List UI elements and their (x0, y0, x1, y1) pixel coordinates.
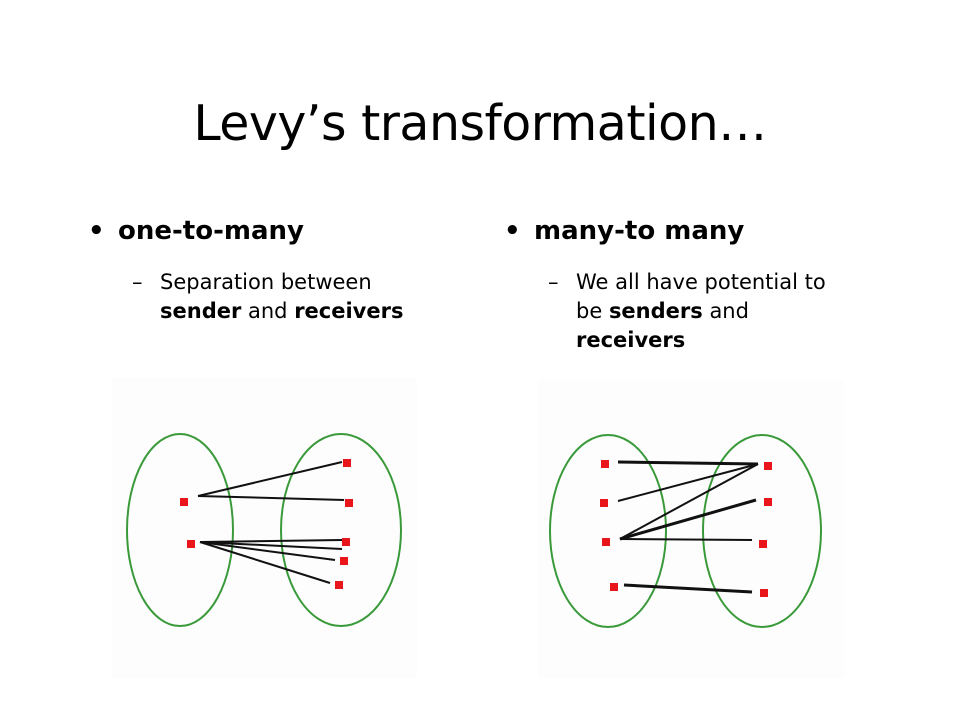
emphasis-text: receivers (576, 328, 686, 352)
sub-bullet-marker: – (132, 270, 143, 294)
edge-line (619, 498, 757, 541)
node-dot (601, 460, 609, 468)
bullet-one-to-many: • one-to-many (88, 214, 468, 248)
emphasis-text: sender (160, 299, 242, 323)
bullet-marker: • (88, 216, 105, 246)
node-dot (759, 540, 767, 548)
node-dot (764, 498, 772, 506)
sender-dot (180, 498, 188, 506)
left-column: • one-to-many – Separation between sende… (88, 214, 468, 326)
node-dot (760, 589, 768, 597)
receiver-set-ellipse (280, 433, 402, 627)
bullet-heading: many-to many (534, 216, 745, 246)
edge-line (199, 541, 336, 561)
sub-bullet: – Separation between sender and receiver… (132, 268, 468, 326)
edge-line (199, 539, 343, 543)
many-to-many-diagram (538, 380, 844, 678)
receiver-dot (340, 557, 348, 565)
plain-text: Separation between (160, 270, 372, 294)
receiver-dot (342, 538, 350, 546)
edge-line (617, 460, 759, 466)
edge-line (617, 463, 759, 502)
node-dot (600, 499, 608, 507)
node-dot (610, 583, 618, 591)
node-dot (602, 538, 610, 546)
emphasis-text: receivers (294, 299, 404, 323)
slide-title: Levy’s transformation… (193, 95, 767, 152)
right-set-ellipse (702, 434, 822, 628)
emphasis-text: senders (608, 299, 703, 323)
sub-bullet: – We all have potential to be senders an… (548, 268, 884, 355)
node-dot (764, 462, 772, 470)
plain-text: and (702, 299, 749, 323)
bullet-heading: one-to-many (118, 216, 304, 246)
sub-bullet-text: Separation between sender and receivers (160, 268, 440, 326)
edge-line (197, 461, 343, 497)
sender-dot (187, 540, 195, 548)
sender-set-ellipse (126, 433, 234, 627)
receiver-dot (343, 459, 351, 467)
receiver-dot (345, 499, 353, 507)
right-column: • many-to many – We all have potential t… (504, 214, 884, 355)
edge-line (619, 538, 753, 541)
edge-line (199, 541, 331, 584)
edge-line (619, 463, 759, 540)
receiver-dot (335, 581, 343, 589)
edge-line (623, 583, 753, 594)
one-to-many-diagram (112, 378, 417, 678)
edge-line (197, 495, 345, 501)
bullet-marker: • (504, 216, 521, 246)
one-to-many-svg (126, 433, 402, 627)
plain-text: and (241, 299, 295, 323)
plain-text: We all have potential to be (576, 270, 826, 323)
left-set-ellipse (549, 434, 667, 628)
sub-bullet-marker: – (548, 270, 559, 294)
bullet-many-to-many: • many-to many (504, 214, 884, 248)
many-to-many-svg (549, 434, 822, 628)
edge-line (199, 541, 343, 550)
sub-bullet-text: We all have potential to be senders and … (576, 268, 856, 355)
